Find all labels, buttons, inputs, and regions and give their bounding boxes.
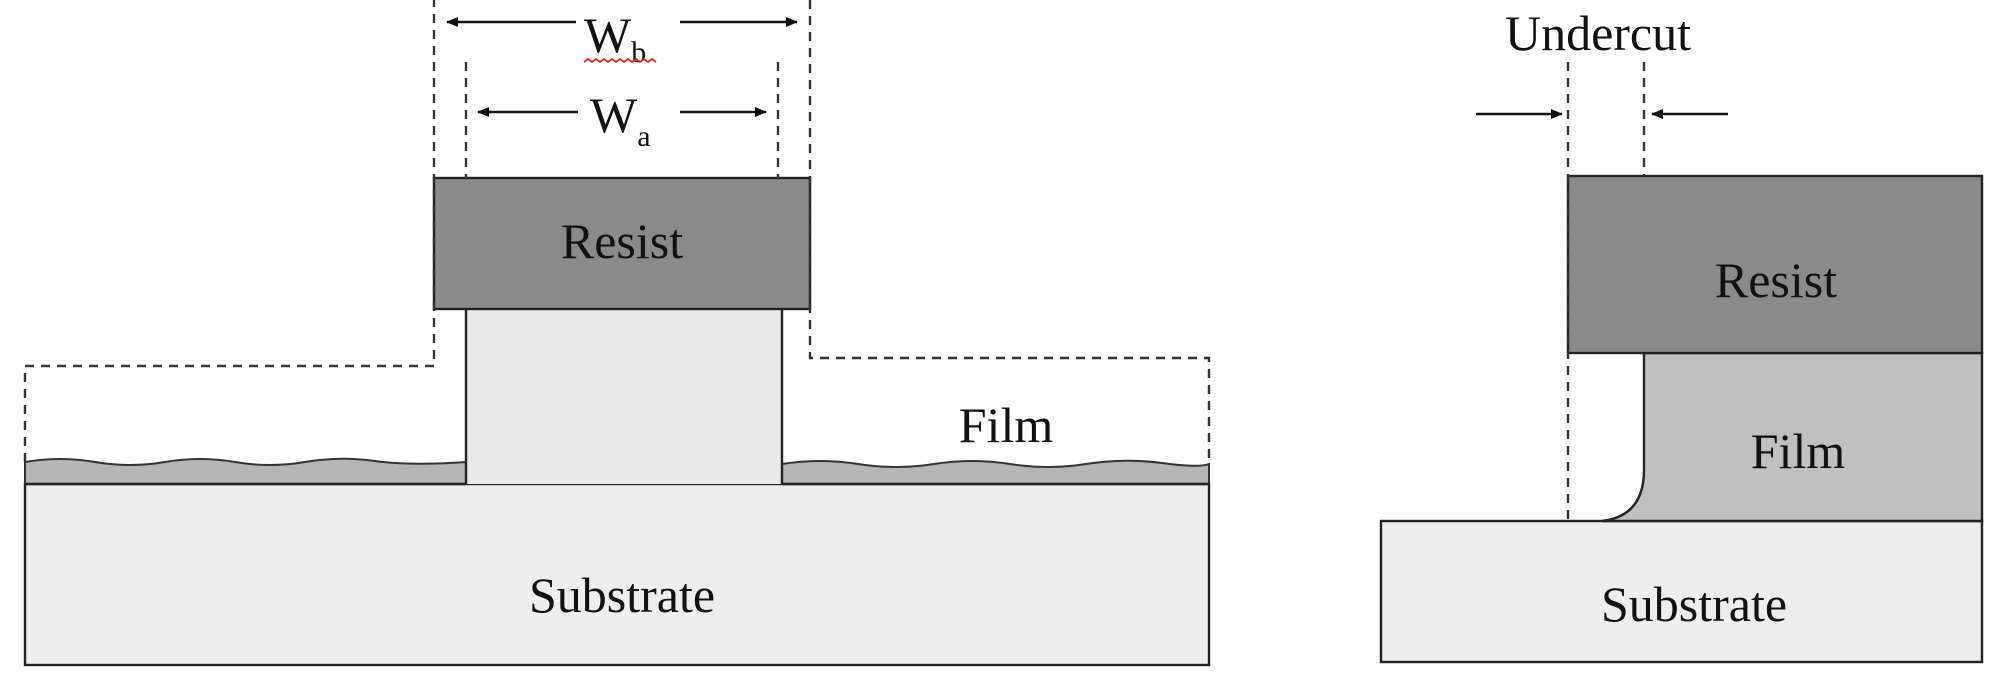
right-undercut-label: Undercut [1505,5,1691,61]
left-wb-subscript: b [631,36,646,69]
left-resist [432,176,812,311]
left-original-film-outline-right [808,0,1211,462]
right-substrate-label: Substrate [1601,576,1787,632]
right-panel: Undercut Resist Film Substrate [1379,5,1984,664]
left-wa-label: Wa [590,87,651,153]
right-film-label: Film [1751,423,1846,479]
left-panel: Wb Wa Resist Film Substrate [23,0,1211,667]
left-film-residue-right [781,459,1210,485]
right-substrate [1379,519,1984,664]
left-film-residue-left [24,457,467,485]
right-film [1601,351,1984,523]
left-film-pillar [466,309,782,484]
right-resist-label: Resist [1715,252,1837,308]
right-resist [1566,174,1984,355]
left-wa-subscript: a [637,120,650,153]
left-film-label: Film [959,397,1054,453]
spellcheck-squiggle [583,57,657,64]
left-resist-label: Resist [561,213,683,269]
left-substrate-label: Substrate [529,567,715,623]
left-original-film-outline-left [23,0,436,462]
left-substrate [23,482,1211,667]
